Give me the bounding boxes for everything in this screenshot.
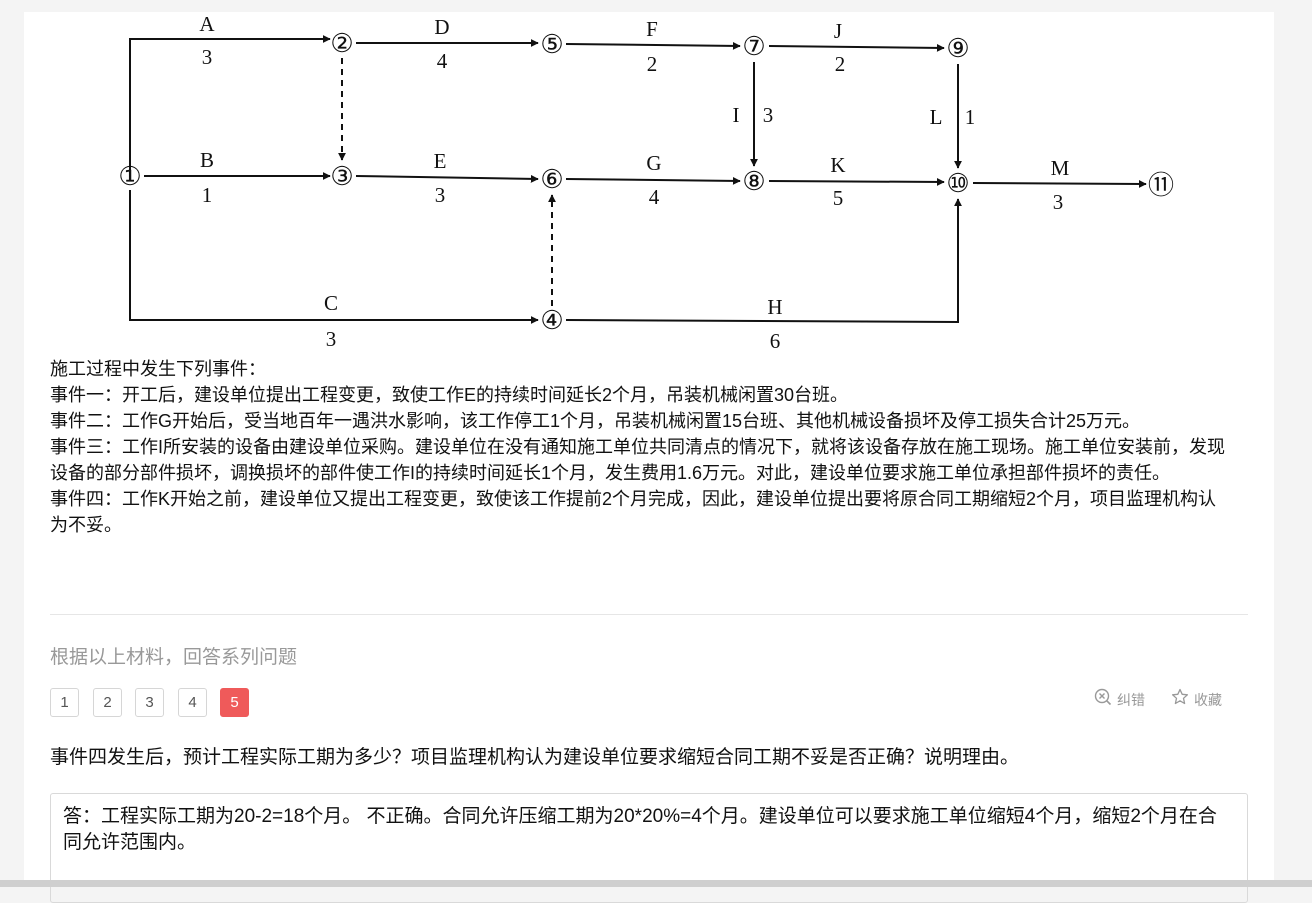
arrow-A [129,35,331,176]
activity-label-E: E [434,149,447,173]
event-4: 事件四：工作K开始之前，建设单位又提出工程变更，致使该工作提前2个月完成，因此，… [50,489,1217,535]
material-intro: 施工过程中发生下列事件： [50,359,266,379]
duration-H: 6 [770,329,781,352]
material-text: 施工过程中发生下列事件： 事件一：开工后，建设单位提出工程变更，致使工作E的持续… [50,356,1230,538]
network-diagram: ① ② ③ ④ ⑤ ⑥ ⑦ ⑧ ⑨ ⑩ ⑪ A B C D E F G H I … [118,12,1174,352]
node-1: ① [118,162,141,191]
report-error-icon [1094,688,1112,706]
question-nav-item-1[interactable]: 1 [50,688,79,717]
node-3: ③ [330,162,353,191]
arrow-E [355,174,539,183]
activity-label-M: M [1051,156,1070,180]
arrow-H [565,198,962,324]
arrow-K [768,177,945,186]
duration-F: 2 [647,52,658,76]
question-nav-item-2[interactable]: 2 [93,688,122,717]
activity-label-B: B [200,148,214,172]
favorite-label: 收藏 [1194,692,1222,708]
activity-label-F: F [646,17,658,41]
activity-label-L: L [930,105,943,129]
activity-label-D: D [434,15,449,39]
activity-label-H: H [767,295,782,319]
question-nav-item-4[interactable]: 4 [178,688,207,717]
node-11: ⑪ [1148,171,1174,200]
duration-E: 3 [435,183,446,207]
activity-label-K: K [830,153,845,177]
node-6: ⑥ [540,165,563,194]
question-card: ① ② ③ ④ ⑤ ⑥ ⑦ ⑧ ⑨ ⑩ ⑪ A B C D E F G H I … [24,12,1274,903]
question-nav-item-5[interactable]: 5 [220,688,249,717]
duration-K: 5 [833,186,844,210]
event-1: 事件一：开工后，建设单位提出工程变更，致使工作E的持续时间延长2个月，吊装机械闲… [50,385,849,405]
report-error-button[interactable]: 纠错 [1094,687,1154,711]
activity-label-J: J [834,19,842,43]
duration-I: 3 [763,103,774,127]
answer-text: 答：工程实际工期为20-2=18个月。 不正确。合同允许压缩工期为20*20%=… [63,806,1217,853]
duration-B: 1 [202,183,213,207]
node-7: ⑦ [742,32,765,61]
activity-label-C: C [324,291,338,315]
node-2: ② [330,29,353,58]
duration-C: 3 [326,327,337,351]
duration-D: 4 [437,49,448,73]
duration-G: 4 [649,185,660,209]
instruction-text: 根据以上材料，回答系列问题 [50,647,298,668]
activity-label-I: I [733,103,740,127]
activity-label-A: A [199,12,215,36]
arrow-J [768,43,945,52]
node-9: ⑨ [946,34,969,63]
node-10: ⑩ [946,169,969,198]
duration-A: 3 [202,45,213,69]
arrow-C [129,190,539,324]
arrow-G [565,176,741,185]
question-nav-item-3[interactable]: 3 [135,688,164,717]
question-text: 事件四发生后，预计工程实际工期为多少？项目监理机构认为建设单位要求缩短合同工期不… [50,747,1020,768]
bottom-edge [0,880,1312,887]
node-8: ⑧ [742,167,765,196]
star-icon [1171,688,1189,705]
event-2: 事件二：工作G开始后，受当地百年一遇洪水影响，该工作停工1个月，吊装机械闲置15… [50,411,1141,431]
node-5: ⑤ [540,30,563,59]
duration-L: 1 [965,105,976,129]
event-3: 事件三：工作I所安装的设备由建设单位采购。建设单位在没有通知施工单位共同清点的情… [50,437,1225,483]
node-4: ④ [540,306,563,335]
favorite-button[interactable]: 收藏 [1171,687,1231,711]
divider [50,614,1248,615]
arrow-M [972,179,1147,188]
arrow-F [565,41,741,50]
report-error-label: 纠错 [1117,692,1145,708]
duration-M: 3 [1053,190,1064,214]
duration-J: 2 [835,52,846,76]
activity-label-G: G [646,151,661,175]
